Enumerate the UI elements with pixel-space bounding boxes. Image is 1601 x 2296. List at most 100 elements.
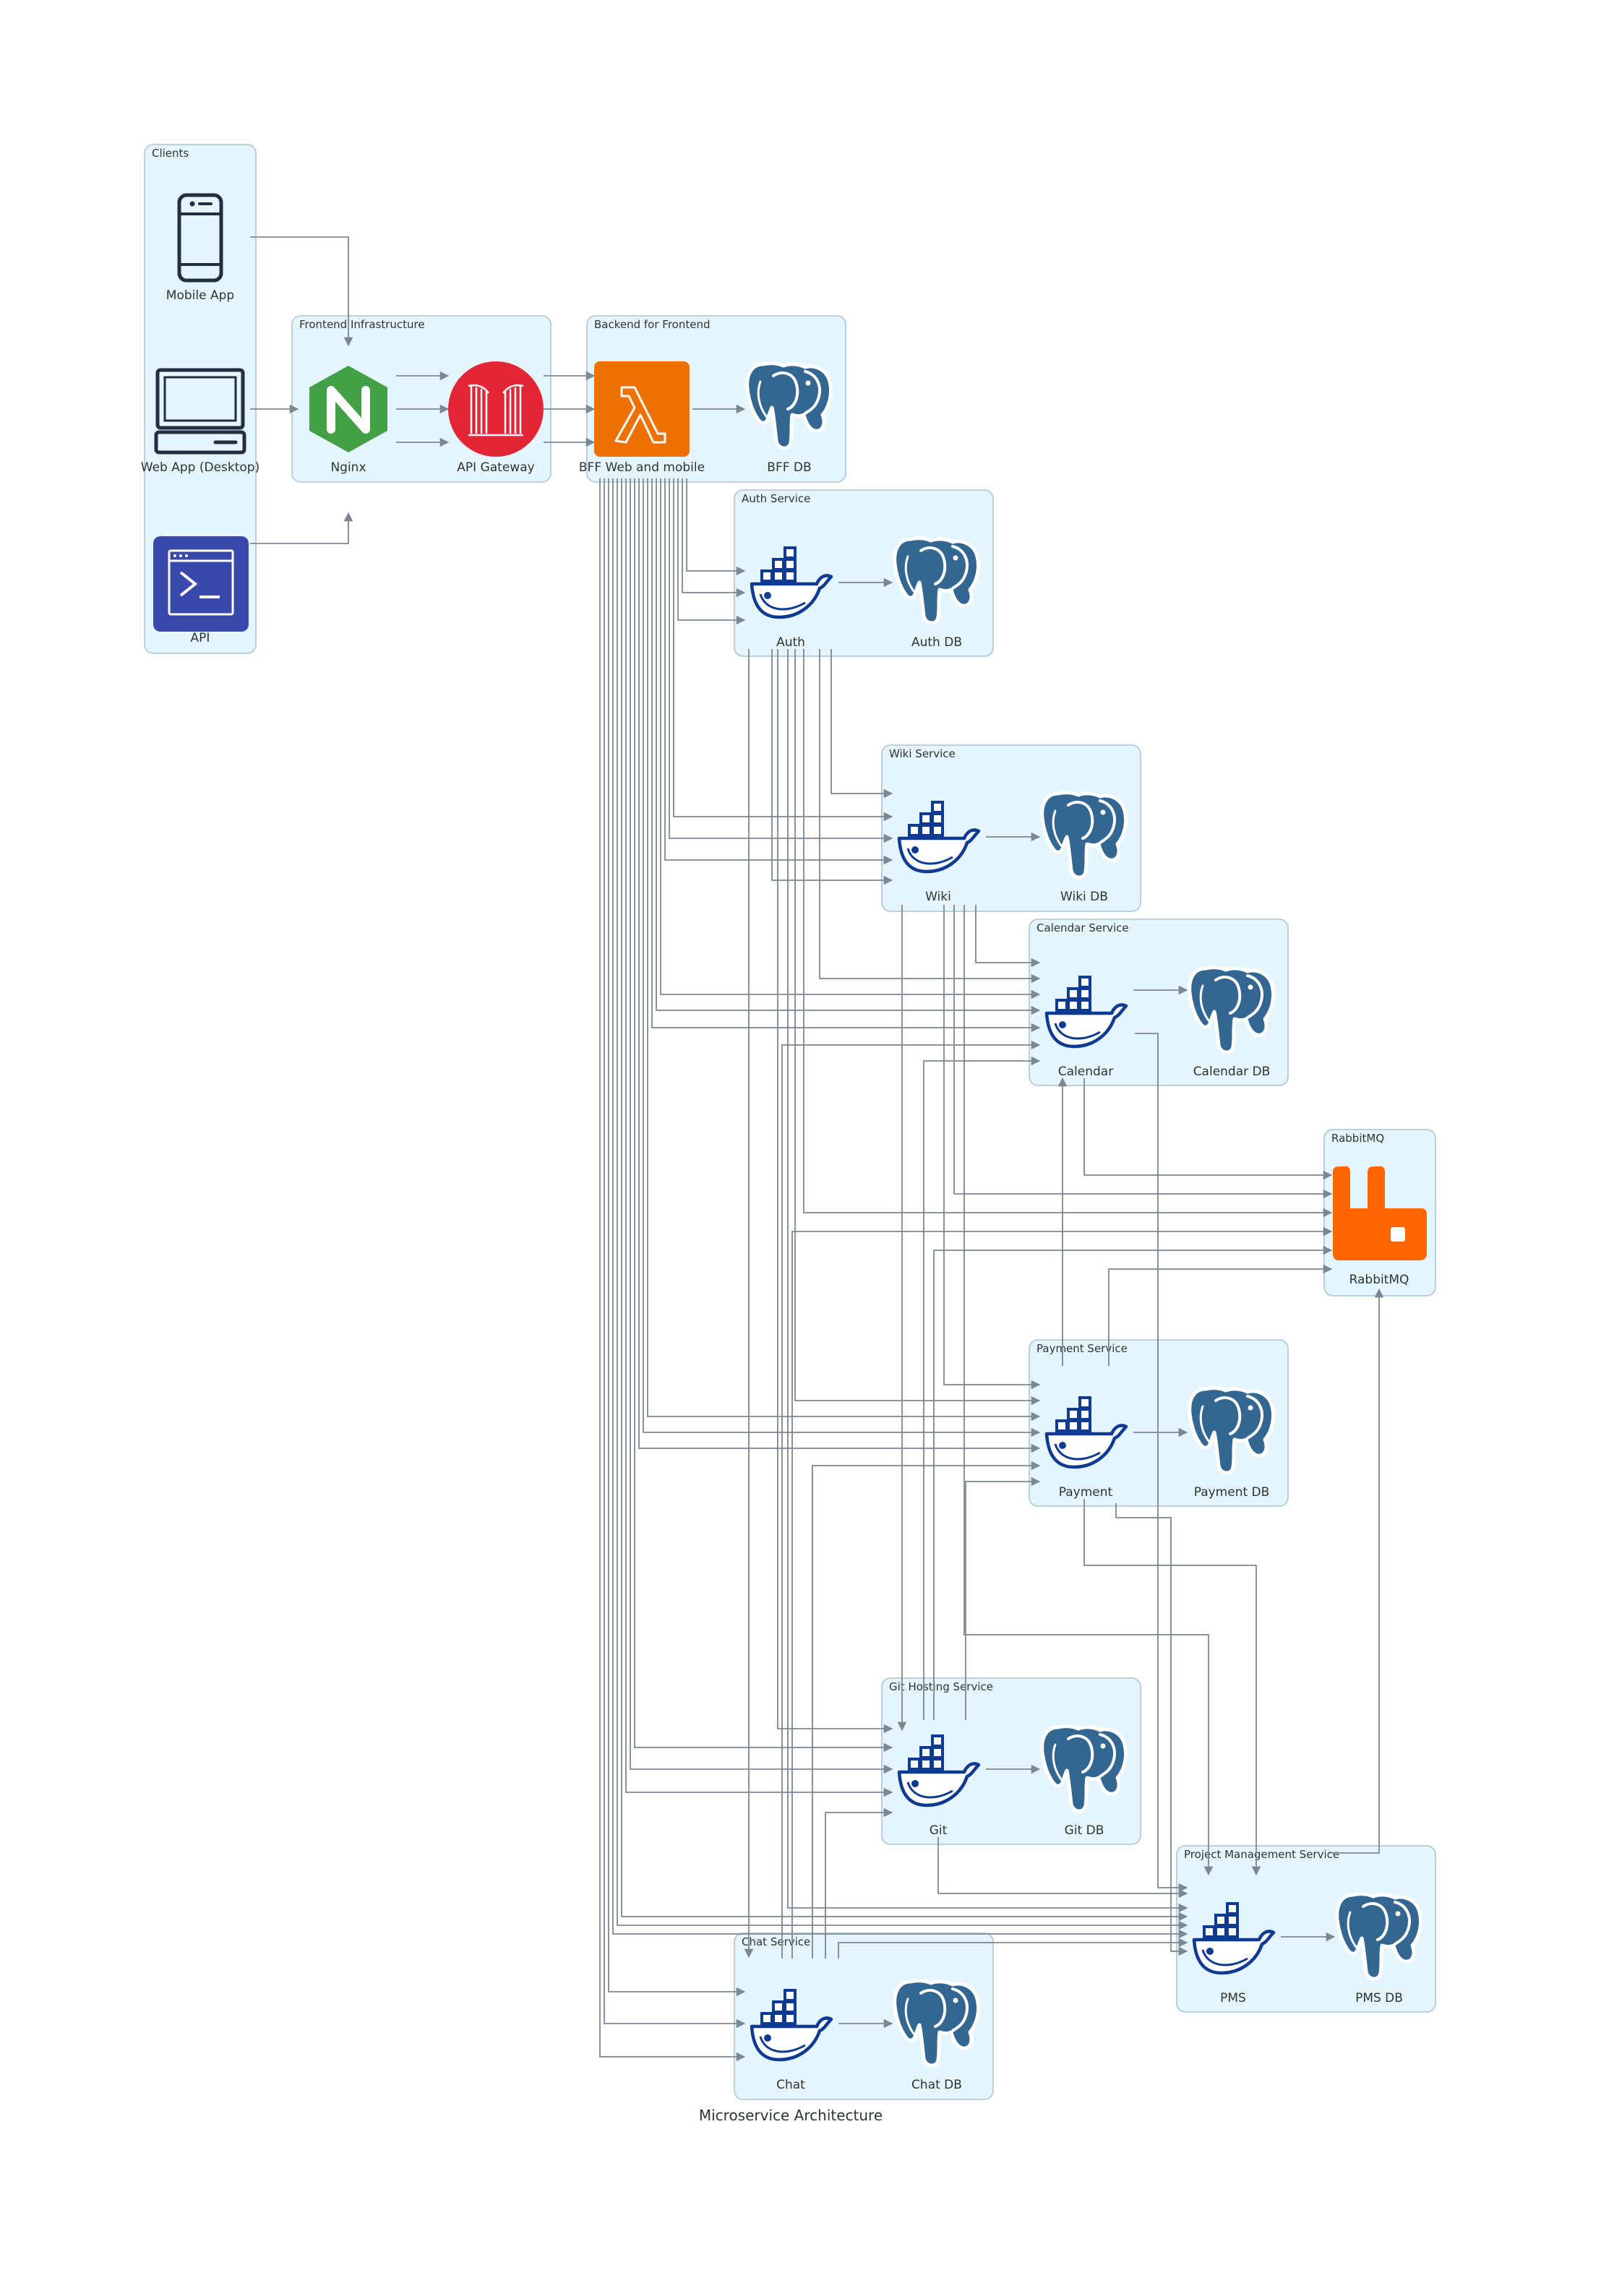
- edge-git-rabbitmq: [933, 1245, 1333, 1720]
- rabbitmq-icon: [1333, 1166, 1427, 1260]
- node-label: Payment DB: [1194, 1485, 1270, 1500]
- edge-git-payment: [965, 1476, 1041, 1720]
- edge-bff-git-1: [634, 478, 893, 1753]
- node-label: Nginx: [330, 460, 366, 475]
- node-label: PMS DB: [1355, 1991, 1403, 2005]
- node-label: BFF DB: [767, 460, 811, 475]
- edge-bff-calendar-3: [651, 478, 1041, 1033]
- node-pms-db[interactable]: PMS DB: [1337, 1894, 1421, 2005]
- edge-bff-wiki-2: [669, 478, 893, 843]
- node-payment-db[interactable]: Payment DB: [1190, 1388, 1274, 1500]
- edge-mobile-nginx: [250, 236, 353, 347]
- desktop-computer-icon: [154, 368, 246, 455]
- api-gateway-icon: [448, 361, 544, 457]
- cluster-calendar-label: Calendar Service: [1036, 921, 1129, 934]
- edge-bff-pms-3: [612, 478, 1188, 1939]
- edge-bff-payment-2: [643, 478, 1041, 1437]
- edge-auth-wiki-1: [830, 649, 893, 799]
- edge-api-nginx: [250, 512, 353, 544]
- edge-auth-calendar: [819, 649, 1041, 984]
- node-api[interactable]: API: [153, 536, 249, 645]
- edge-bff-auth-2: [682, 478, 746, 598]
- node-git-db[interactable]: Git DB: [1042, 1727, 1126, 1838]
- edge-chat-pms: [838, 1938, 1188, 1959]
- cluster-rabbitmq-label: RabbitMQ: [1331, 1132, 1384, 1145]
- edge-bff-pms-2: [617, 478, 1188, 1930]
- aws-lambda-icon: [594, 361, 690, 457]
- node-label: Auth: [776, 635, 805, 650]
- node-chat[interactable]: Chat: [752, 1990, 831, 2092]
- edge-bff-git-3: [625, 478, 893, 1797]
- edge-bff-chat-2: [604, 478, 746, 2029]
- diagram-title: Microservice Architecture: [699, 2107, 883, 2124]
- terminal-icon: [153, 536, 249, 632]
- edge-wiki-calendar: [975, 905, 1041, 968]
- node-label: Git: [930, 1823, 948, 1838]
- node-chat-db[interactable]: Chat DB: [895, 1981, 979, 2092]
- edge-auth-pms: [787, 649, 1188, 1913]
- node-bff-db[interactable]: BFF DB: [747, 364, 831, 475]
- edge-calendar-rabbitmq: [1083, 1078, 1333, 1180]
- cluster-clients-label: Clients: [152, 147, 189, 160]
- edge-bff-auth-1: [686, 478, 746, 576]
- cluster-payment-label: Payment Service: [1036, 1342, 1128, 1355]
- node-pms[interactable]: PMS: [1194, 1904, 1274, 2005]
- node-calendar-db[interactable]: Calendar DB: [1190, 968, 1274, 1079]
- cluster-wiki-label: Wiki Service: [889, 747, 956, 760]
- node-label: Git DB: [1065, 1823, 1104, 1838]
- node-label: Payment: [1059, 1485, 1113, 1500]
- node-auth[interactable]: Auth: [752, 548, 831, 650]
- node-nginx[interactable]: Nginx: [309, 366, 387, 475]
- cluster-git-label: Git Hosting Service: [889, 1680, 993, 1693]
- edge-payment-pms: [1083, 1499, 1261, 1876]
- mobile-phone-icon: [177, 193, 223, 283]
- connections: [250, 236, 1384, 2062]
- node-api-gateway[interactable]: API Gateway: [448, 361, 544, 475]
- node-label: API Gateway: [457, 460, 534, 475]
- edge-bff-calendar-1: [660, 478, 1041, 999]
- nginx-icon: [309, 366, 387, 452]
- edge-pms-rabbitmq: [1330, 1288, 1384, 1854]
- node-label: Chat DB: [911, 2078, 962, 2092]
- edge-chat-git: [825, 1807, 893, 1959]
- node-label: API: [191, 631, 210, 645]
- node-wiki-db[interactable]: Wiki DB: [1042, 793, 1126, 904]
- node-mobile-app[interactable]: Mobile App: [166, 193, 234, 303]
- node-rabbitmq[interactable]: RabbitMQ: [1333, 1166, 1427, 1287]
- node-bff[interactable]: BFF Web and mobile: [579, 361, 705, 475]
- edge-bff-chat-1: [608, 478, 746, 1997]
- cluster-bff-label: Backend for Frontend: [594, 318, 711, 331]
- node-web-app[interactable]: Web App (Desktop): [141, 368, 259, 475]
- edge-wiki-payment: [943, 905, 1041, 1390]
- node-label: Calendar: [1058, 1065, 1113, 1079]
- edge-bff-auth-3: [677, 478, 746, 625]
- edge-auth-git: [777, 649, 893, 1734]
- edge-auth-payment: [794, 649, 1041, 1406]
- node-label: RabbitMQ: [1349, 1273, 1409, 1287]
- node-calendar[interactable]: Calendar: [1047, 977, 1126, 1079]
- node-git[interactable]: Git: [899, 1736, 979, 1838]
- edge-chat-rabbitmq: [791, 1226, 1333, 1959]
- node-label: Auth DB: [911, 635, 962, 650]
- edge-calendar-pms: [1135, 1033, 1188, 1893]
- node-wiki[interactable]: Wiki: [899, 802, 979, 904]
- edge-auth-rabbitmq: [803, 649, 1333, 1218]
- edge-bff-payment-1: [647, 478, 1041, 1422]
- edge-git-pms: [937, 1837, 1188, 1899]
- edge-bff-pms-1: [621, 478, 1188, 1922]
- edge-bff-calendar-2: [656, 478, 1041, 1015]
- edge-auth-wiki-2: [771, 649, 893, 885]
- node-label: Chat: [776, 2078, 805, 2092]
- node-label: PMS: [1220, 1991, 1246, 2005]
- node-label: Wiki DB: [1060, 890, 1108, 904]
- cluster-auth-label: Auth Service: [742, 492, 810, 505]
- edge-bff-git-2: [630, 478, 893, 1774]
- cluster-pms-label: Project Management Service: [1184, 1848, 1339, 1861]
- node-auth-db[interactable]: Auth DB: [895, 538, 979, 650]
- edge-wiki-pms: [963, 905, 1214, 1876]
- cluster-clients: Clients: [144, 144, 257, 654]
- edge-bff-wiki-3: [664, 478, 893, 865]
- node-label: Wiki: [925, 890, 951, 904]
- node-payment[interactable]: Payment: [1047, 1398, 1126, 1500]
